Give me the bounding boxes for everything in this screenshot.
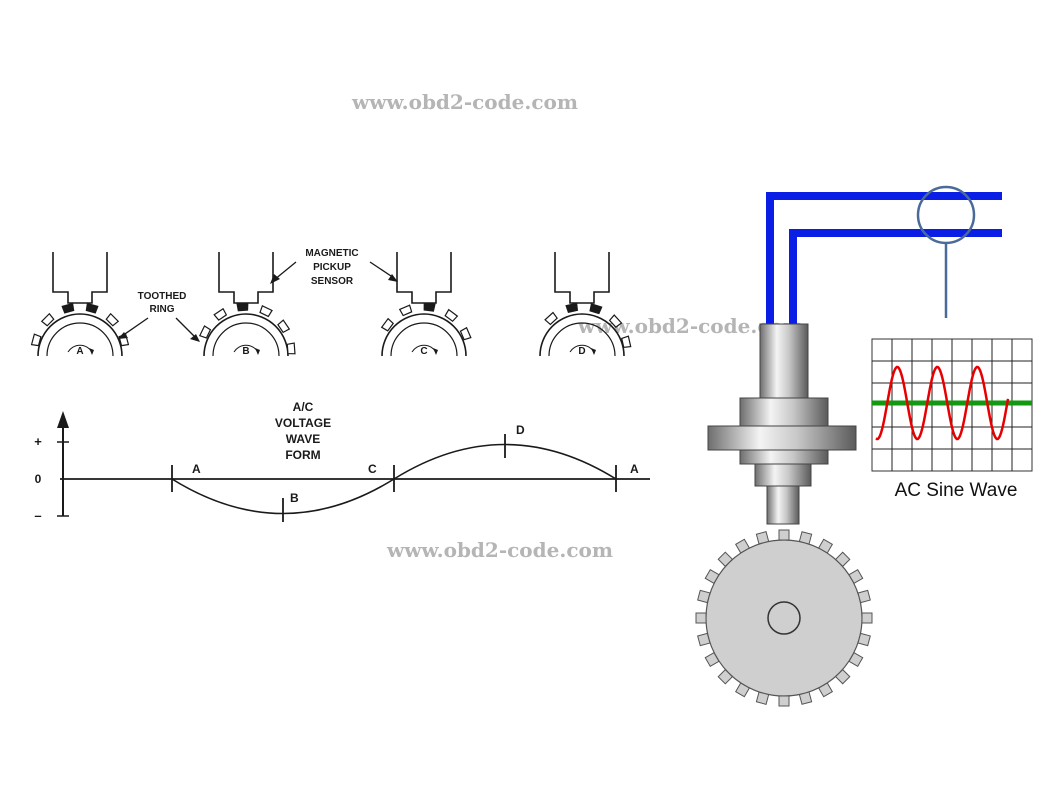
toothed-label-line2: RING xyxy=(150,304,175,315)
gear-tooth xyxy=(857,589,871,604)
ring-label-d: D xyxy=(578,346,585,357)
gear-tooth xyxy=(717,551,734,568)
gear-tooth xyxy=(755,691,770,705)
gear-tooth xyxy=(778,529,790,541)
magnetic-arrow-left xyxy=(270,261,297,284)
gear-tooth xyxy=(735,682,751,698)
gear-tooth xyxy=(848,651,864,668)
toothed-arrow-right xyxy=(175,317,200,342)
wave-point-b: B xyxy=(290,491,299,505)
sensor-position-b: B xyxy=(198,252,296,357)
gear-tooth xyxy=(848,568,864,585)
gear-tooth xyxy=(695,612,707,624)
rotation-arrow-icon xyxy=(433,348,438,355)
axis-plus-label: + xyxy=(34,434,42,449)
rotation-arrow-icon xyxy=(255,348,260,355)
gear-tooth xyxy=(697,632,711,647)
sensor-position-d: D xyxy=(539,252,632,357)
gear-tooth xyxy=(704,568,720,585)
ring-label-b: B xyxy=(242,346,249,357)
magnetic-label-line2: PICKUP xyxy=(313,262,351,273)
waveform-title-line3: WAVE xyxy=(286,432,320,446)
ring-label-a: A xyxy=(76,346,83,357)
signal-wires xyxy=(766,192,1002,330)
gear-tooth xyxy=(778,695,790,707)
gear-tooth xyxy=(697,589,711,604)
gear-tooth xyxy=(798,691,813,705)
gear-tooth xyxy=(798,531,813,545)
wave-point-a1: A xyxy=(192,462,201,476)
gear-tooth xyxy=(704,651,720,668)
sensor-position-a: A xyxy=(30,252,130,357)
waveform-title-line1: A/C xyxy=(293,400,314,414)
gear-tooth xyxy=(755,531,770,545)
magnetic-arrow-right xyxy=(369,261,398,282)
waveform-chart xyxy=(57,411,650,522)
rotation-arrow-icon xyxy=(89,348,94,355)
axis-minus-label: – xyxy=(34,508,41,523)
gear-tooth xyxy=(834,668,851,685)
gear-tooth xyxy=(861,612,873,624)
gear-tooth xyxy=(735,538,751,554)
wave-point-c: C xyxy=(368,462,377,476)
wave-point-a2: A xyxy=(630,462,639,476)
sensor-position-c: C xyxy=(380,252,472,357)
waveform-title-line4: FORM xyxy=(285,448,320,462)
axis-arrow-icon xyxy=(57,411,69,428)
magnetic-label-line3: SENSOR xyxy=(311,276,354,287)
sensor-position-row: A B C D xyxy=(30,252,632,357)
gear-tooth xyxy=(818,682,834,698)
toothed-arrow-left xyxy=(118,317,149,339)
oscilloscope-screen xyxy=(871,338,1033,472)
gear-tooth xyxy=(834,551,851,568)
waveform-title-line2: VOLTAGE xyxy=(275,416,331,430)
toothed-label-line1: TOOTHED xyxy=(138,291,187,302)
gear-hub xyxy=(767,601,801,635)
gear-tooth xyxy=(857,632,871,647)
rotation-arrow-icon xyxy=(591,348,596,355)
watermark-bottom: www.obd2-code.com xyxy=(386,538,613,562)
axis-zero-label: 0 xyxy=(35,472,42,486)
ring-label-c: C xyxy=(420,346,427,357)
gear-tooth xyxy=(818,538,834,554)
scope-caption: AC Sine Wave xyxy=(895,480,1018,501)
current-probe xyxy=(916,185,976,318)
magnetic-sensor-body xyxy=(707,323,857,525)
watermark-top: www.obd2-code.com xyxy=(351,90,578,114)
magnetic-label-line1: MAGNETIC xyxy=(305,248,358,259)
wave-point-d: D xyxy=(516,423,525,437)
gear-tooth xyxy=(717,668,734,685)
reluctor-gear xyxy=(695,529,873,707)
